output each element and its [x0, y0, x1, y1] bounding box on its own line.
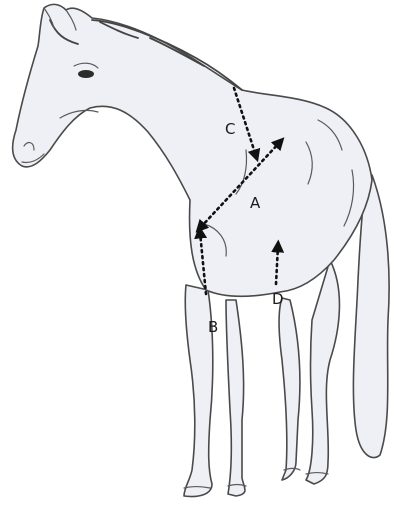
label-a: A: [250, 194, 261, 212]
label-b: B: [208, 318, 218, 336]
horse-near-front-leg: [184, 285, 213, 497]
horse-body: [13, 4, 372, 296]
horse-near-hind-leg: [306, 260, 339, 484]
horse-far-front-leg: [226, 300, 245, 496]
horse-far-hind-leg: [279, 298, 300, 480]
horse-eye: [78, 70, 94, 78]
label-c: C: [225, 120, 235, 138]
label-d: D: [272, 290, 284, 308]
